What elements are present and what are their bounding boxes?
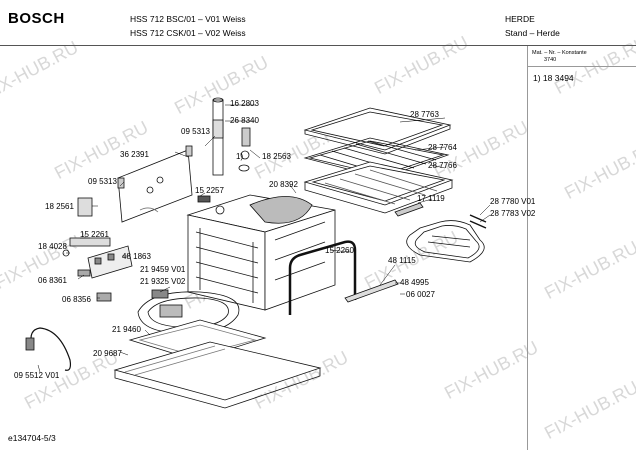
part-label: 21 9460 [112,325,141,334]
part-label: 06 0027 [406,290,435,299]
switch-block [87,245,133,279]
clip-top [185,145,193,157]
part-label: 48 4995 [400,278,429,287]
side-panel-header: Mat. – Nr. – Konstante 3740 [532,50,587,64]
thermostat-bulb [240,150,250,160]
seal-ring [238,164,250,172]
model-line-2: HSS 712 CSK/01 – V02 Weiss [130,28,246,38]
power-plug [25,337,35,351]
part-label: 20 9687 [93,349,122,358]
part-label: 18 2561 [45,202,74,211]
baking-tray-bottom [303,161,454,214]
part-label: 28 7763 [410,110,439,119]
terminal-strip [69,237,111,247]
door-rail [344,279,399,303]
heating-element [406,214,487,263]
heater-bracket [394,202,424,217]
part-label: 48 1863 [122,252,151,261]
side-panel-divider [527,46,528,450]
side-panel-header-line-1: Mat. – Nr. – Konstante [532,50,587,56]
door-frame [288,240,357,315]
rear-panel [117,149,193,223]
hinge-bracket [77,197,93,217]
part-label: 06 8361 [38,276,67,285]
part-label: 28 7780 V01 [490,197,536,206]
vent-sleeve [212,119,224,139]
part-label: 1) [236,152,244,161]
part-label: 20 8392 [269,180,298,189]
part-label: 28 7783 V02 [490,209,536,218]
part-label: 36 2391 [120,150,149,159]
part-label: 06 8356 [62,295,91,304]
bottom-heater-coil [138,324,257,357]
fan-cover-clip [197,195,211,203]
footnote-reference: 1) 18 3494 [533,73,574,83]
lamp-socket [77,269,91,277]
part-label: 26 8340 [230,116,259,125]
brand-logo: BOSCH [8,10,65,27]
part-label: 18 4028 [38,242,67,251]
clip-left [117,177,125,189]
part-label: 15 2261 [80,230,109,239]
part-label: 16 2803 [230,99,259,108]
oven-muffle [186,194,336,311]
lamp-holder [96,292,112,302]
part-label: 18 2563 [262,152,291,161]
part-label: 15 2260 [325,246,354,255]
part-label: 17 1119 [417,194,445,203]
side-panel-rule [527,66,636,67]
part-label: 21 9325 V02 [140,277,186,286]
part-label: 48 1115 [388,256,416,265]
category: HERDE [505,14,535,24]
vent-cap [241,127,251,147]
side-panel-header-line-2: 3740 [544,57,557,63]
storage-drawer [113,341,322,409]
document-id: e134704-5/3 [8,433,56,443]
part-label: 15 2257 [195,186,224,195]
part-label: 28 7766 [428,161,457,170]
part-label: 21 9459 V01 [140,265,186,274]
header-divider [0,45,636,46]
part-label: 09 5512 V01 [14,371,60,380]
power-cable [30,327,72,371]
model-line-1: HSS 712 BSC/01 – V01 Weiss [130,14,246,24]
part-label: 09 5313 [88,177,117,186]
part-label: 28 7764 [428,143,457,152]
fan-mount [151,289,169,299]
subcategory: Stand – Herde [505,28,560,38]
part-label: 09 5313 [181,127,210,136]
